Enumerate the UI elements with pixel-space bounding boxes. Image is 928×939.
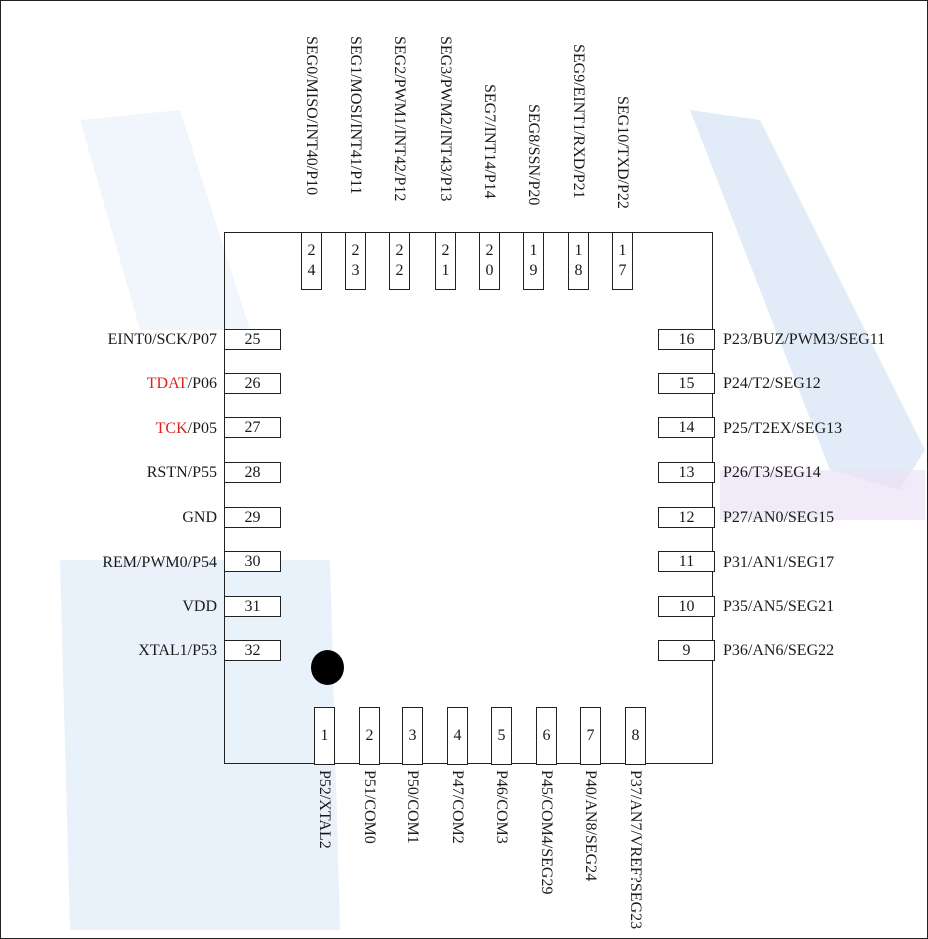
pin-label: SEG0/MISO/INT40/P10 [303,36,320,196]
pin-label: P46/COM3 [493,770,510,844]
pin-label-rest: /P05 [187,420,217,437]
pin-digit: 0 [485,262,494,279]
pin-label: P40/AN8/SEG24 [582,770,599,882]
pin-digit: 4 [307,262,316,279]
pin-label: EINT0/SCK/P07 [107,331,217,348]
pin-digit: 2 [351,242,360,259]
pin-digit: 2 [485,242,494,259]
pin-label: SEG8/SSN/P20 [525,104,542,206]
pin-number-box: 3 [402,707,423,765]
pin-label: SEG3/PWM2/INT43/P13 [437,36,454,202]
pin-digit: 9 [529,262,538,279]
pin-number-box: 7 [580,707,601,765]
pin-number-box: 29 [224,507,281,528]
pin-label: P51/COM0 [361,770,378,844]
pin-digit: 2 [441,242,450,259]
pin-label: P31/AN1/SEG17 [723,554,835,571]
pin-label: GND [182,509,217,526]
pin-label: P36/AN6/SEG22 [723,642,835,659]
pin-number-box: 6 [536,707,557,765]
pin-number-box: 11 [658,551,715,572]
pin-label: P45/COM4/SEG29 [538,770,555,895]
pin-number-box: 26 [224,373,281,394]
pin-label: P23/BUZ/PWM3/SEG11 [723,331,886,348]
pin-number-box: 31 [224,596,281,617]
pin-digit: 1 [529,242,538,259]
pin-number-box: 9 [658,640,715,661]
pin-label-highlight: TDAT [146,375,188,392]
pin-label: VDD [182,598,217,615]
pin1-indicator-dot [311,650,344,685]
pin-label: P25/T2EX/SEG13 [723,420,843,437]
pin-number-box: 8 [625,707,646,765]
pin-number-box: 12 [658,507,715,528]
pin-label: P52/XTAL2 [316,770,333,849]
ic-package-body [224,232,713,764]
pin-label: P35/AN5/SEG21 [723,598,835,615]
pin-label: REM/PWM0/P54 [102,554,217,571]
pin-number-box: 15 [658,373,715,394]
pin-digit: 8 [574,262,583,279]
pin-number-box: 30 [224,551,281,572]
pin-label: P47/COM2 [449,770,466,844]
pin-number-box: 10 [658,596,715,617]
pin-label: P26/T3/SEG14 [723,464,821,481]
pin-digit: 2 [307,242,316,259]
pin-number-box: 4 [447,707,468,765]
pin-digit: 1 [618,242,627,259]
pin-label: P24/T2/SEG12 [723,375,821,392]
pin-digit: 2 [395,262,404,279]
pin-number-box: 1 [314,707,335,765]
pin-number-box: 13 [658,462,715,483]
pin-label: TDAT/P06 [7,374,217,394]
pin-digit: 2 [395,242,404,259]
pin-digit: 1 [574,242,583,259]
pin-number-box: 14 [658,417,715,438]
pin-digit: 1 [441,262,450,279]
pin-label-highlight: TCK [155,420,188,437]
pin-label: P27/AN0/SEG15 [723,509,835,526]
pin-number-box: 32 [224,640,281,661]
pin-number-box: 27 [224,417,281,438]
pin-label: SEG10/TXD/P22 [614,96,631,209]
pin-number-box: 5 [491,707,512,765]
pin-label: XTAL1/P53 [138,642,217,659]
pin-label: P50/COM1 [404,770,421,844]
pin-label-rest: /P06 [187,375,217,392]
pin-label: P37/AN7/VREF?SEG23 [627,770,644,930]
pin-label: SEG1/MOSI/INT41/P11 [347,36,364,195]
pin-number-box: 16 [658,329,715,350]
pin-number-box: 25 [224,329,281,350]
pin-digit: 3 [351,262,360,279]
pin-label: SEG2/PWM1/INT42/P12 [391,36,408,202]
pin-label: TCK/P05 [7,419,217,439]
pin-label: SEG7/INT14/P14 [481,84,498,199]
pin-label: RSTN/P55 [146,464,217,481]
pin-number-box: 2 [359,707,380,765]
pin-label: SEG9/EINT1/RXD/P21 [570,44,587,199]
pin-digit: 7 [618,262,627,279]
pin-number-box: 28 [224,462,281,483]
